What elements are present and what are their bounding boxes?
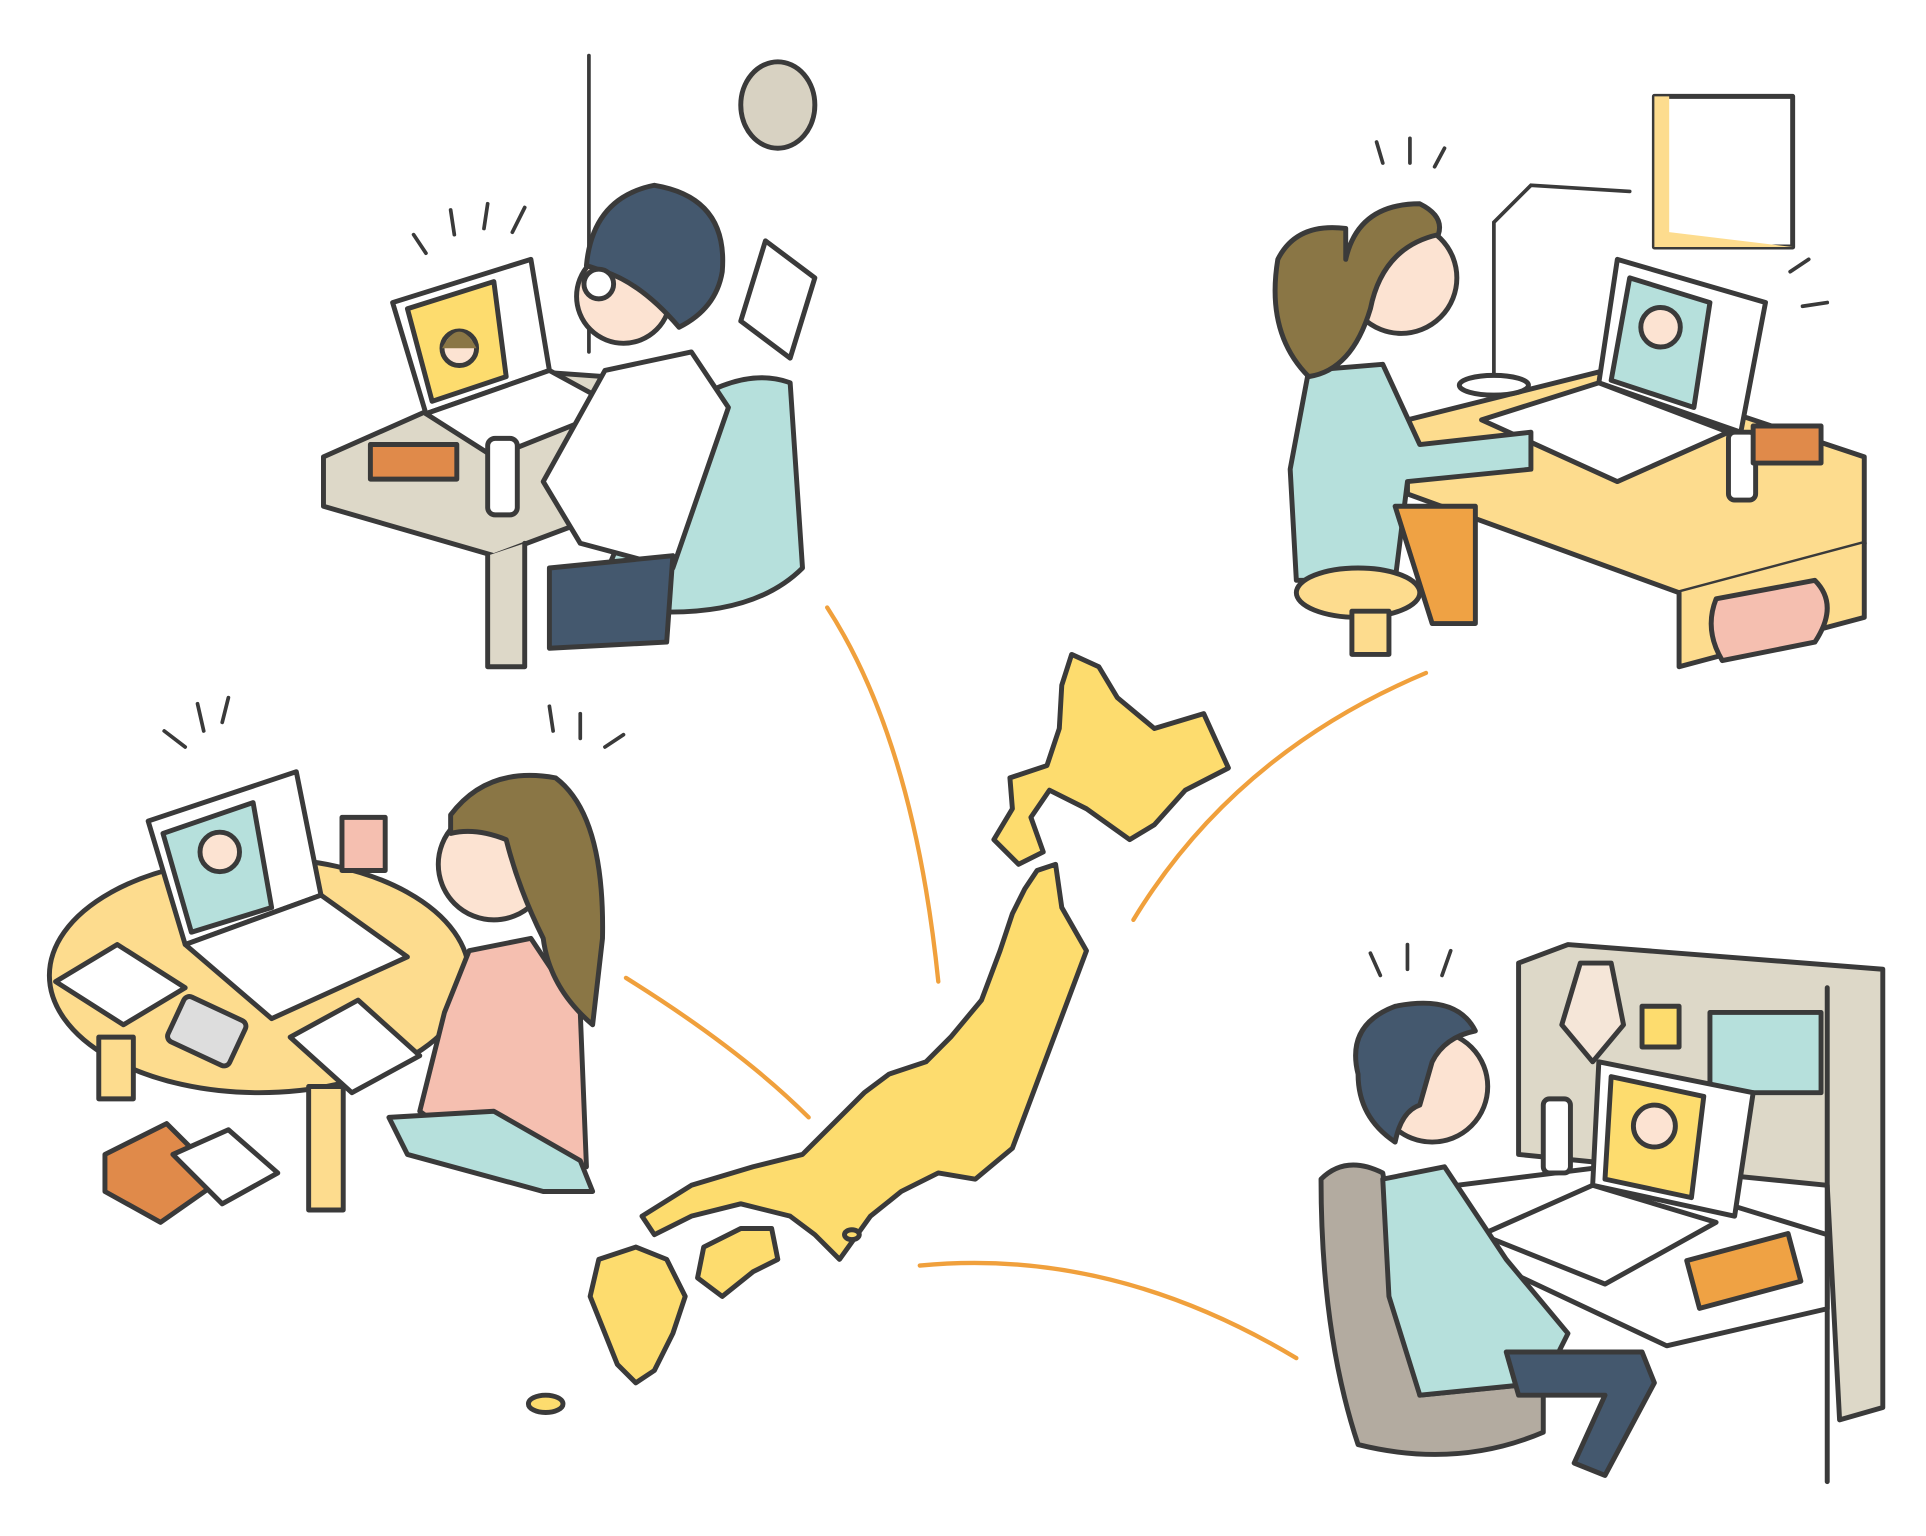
small-island xyxy=(842,1227,862,1243)
japan-map xyxy=(525,651,1231,1415)
curly-hair xyxy=(583,182,726,330)
water-bottle xyxy=(1725,429,1759,503)
desk-lamp xyxy=(1492,183,1632,385)
laptop-base xyxy=(182,892,410,1022)
shikoku xyxy=(695,1226,781,1299)
book-floor xyxy=(102,1121,225,1225)
binders xyxy=(1707,1009,1824,1096)
books xyxy=(367,442,460,482)
laptop-base xyxy=(1479,380,1731,485)
book xyxy=(1684,1231,1804,1311)
ponytail-hair xyxy=(1272,201,1442,380)
water-bottle xyxy=(485,435,520,518)
laptop-base xyxy=(1479,1182,1719,1287)
book xyxy=(1750,423,1824,466)
chair xyxy=(1318,1162,1546,1457)
notes xyxy=(287,997,423,1096)
teddy-figure xyxy=(1559,960,1626,1065)
wall-cap xyxy=(738,59,818,151)
scene-man-cubicle xyxy=(1318,942,1886,1485)
wall-papers xyxy=(738,238,818,361)
legs xyxy=(546,553,676,651)
person-body xyxy=(1287,361,1534,583)
legs xyxy=(386,1108,596,1194)
short-hair xyxy=(1353,1000,1478,1145)
hokkaido xyxy=(991,651,1231,867)
connector-lines xyxy=(623,605,1429,1361)
mug xyxy=(339,814,388,873)
wall-window xyxy=(1651,93,1796,250)
legs xyxy=(1503,1349,1657,1478)
papers xyxy=(53,942,188,1028)
water-bottle xyxy=(1540,1096,1573,1176)
scene-woman-round-table xyxy=(46,695,626,1225)
small-island xyxy=(525,1392,566,1415)
tablet xyxy=(165,994,249,1069)
long-hair xyxy=(448,773,606,1028)
scene-man-gray-desk xyxy=(321,53,818,670)
bag xyxy=(1708,577,1830,664)
scene-woman-yellow-desk xyxy=(1272,93,1867,670)
mug xyxy=(1639,1003,1682,1050)
honshu xyxy=(639,861,1089,1262)
kyushu xyxy=(587,1244,688,1386)
legs xyxy=(1392,503,1478,627)
